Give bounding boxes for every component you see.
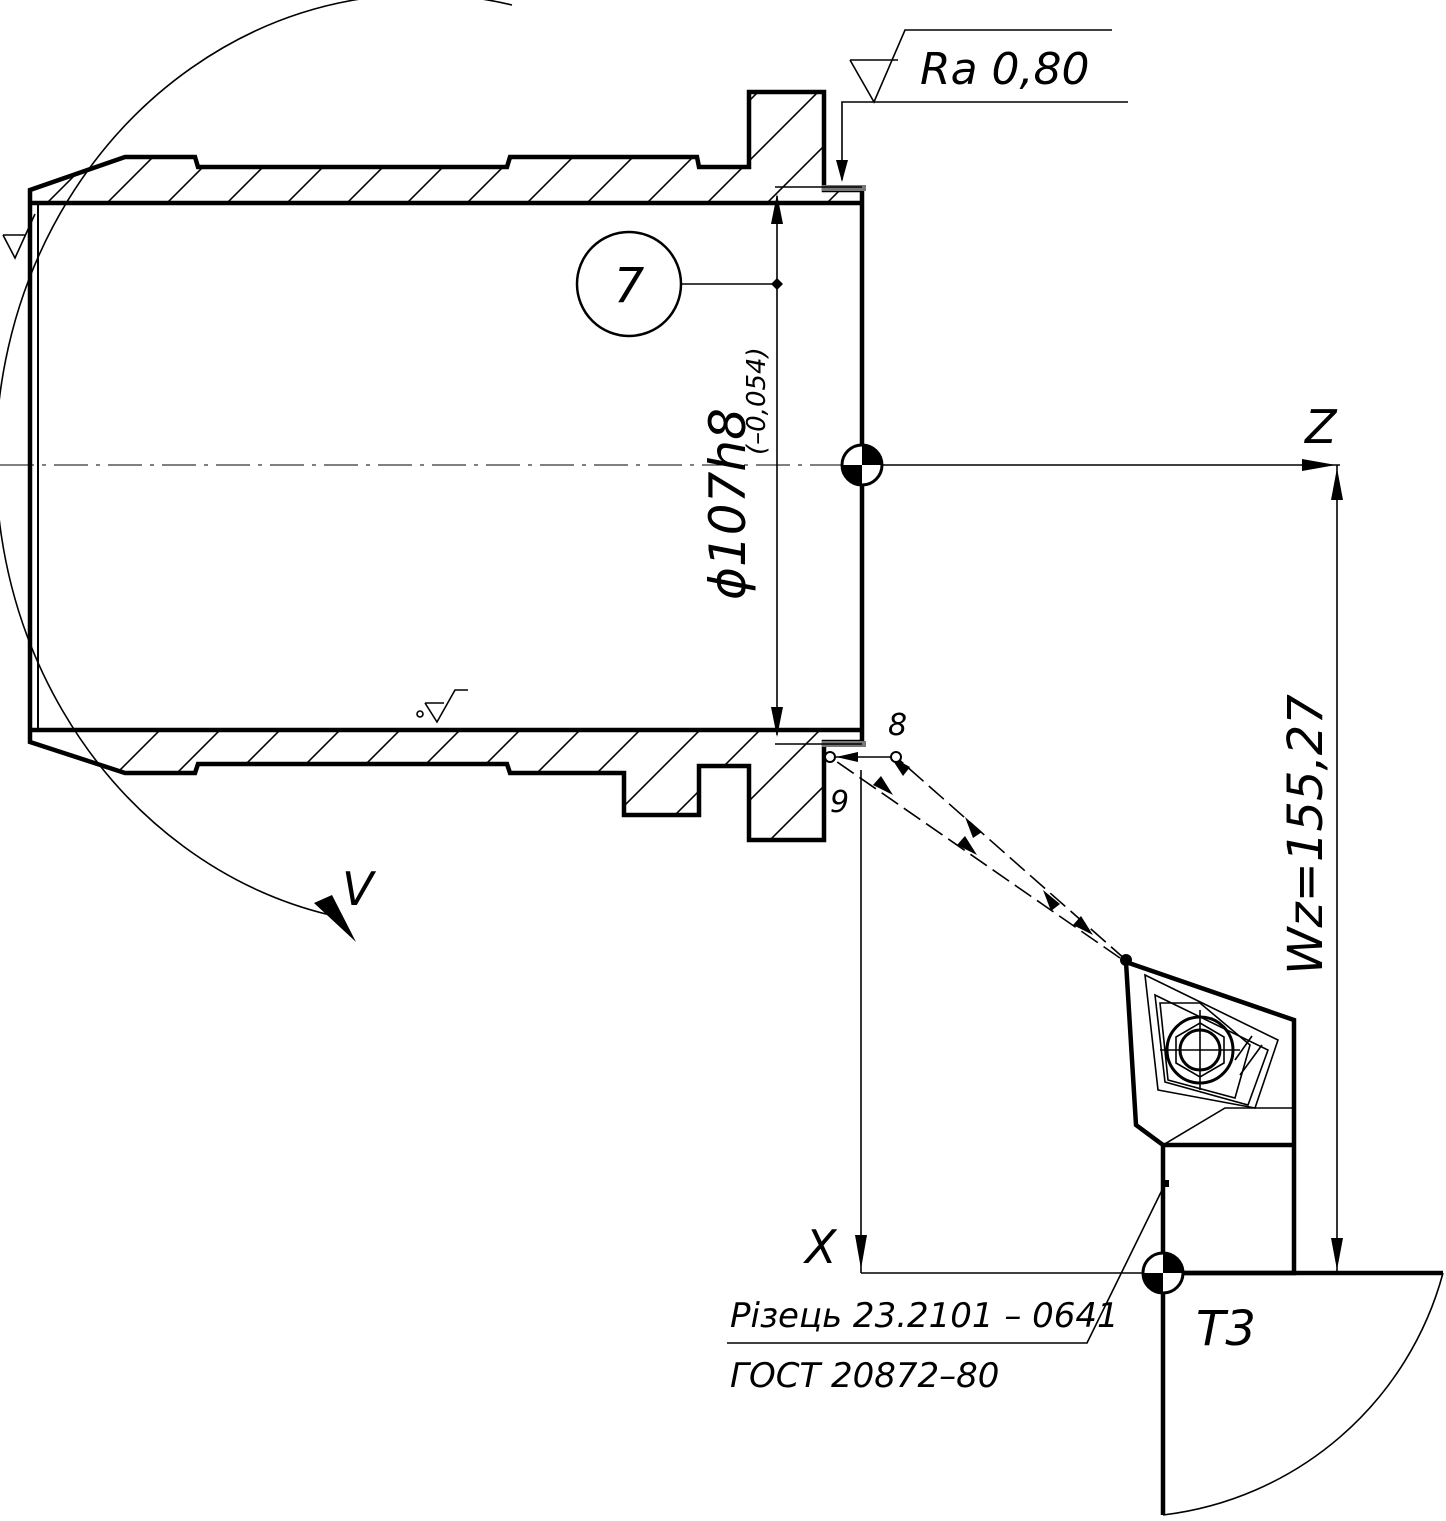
path-arrow-icon [1073,916,1093,935]
rotation-arc [0,0,513,916]
tool-path [824,751,1132,966]
x-axis-label: X [803,1220,838,1274]
x-axis-arrow-icon [855,1235,867,1269]
dim-arrow-bottom-icon [771,707,783,737]
wz-dimension [1331,465,1343,1273]
wz-arrow-bottom-icon [1331,1238,1343,1270]
tool-spec-line1: Різець 23.2101 – 0641 [730,1296,1119,1336]
path-arrow-icon [965,817,982,838]
leader-arrowhead-icon [836,160,848,182]
surface-finish-label: Ra 0,80 [920,44,1090,95]
diameter-tolerance: (–0,054) [742,347,772,455]
tool-spec-leader [727,1180,1169,1344]
workpiece-hatching [39,92,862,203]
finish-point-label: 9 [830,785,849,820]
dim-arrow-top-icon [771,194,783,224]
z-axis-arrow-icon [1302,459,1336,471]
cutting-tool [1123,958,1297,1276]
operation-number: 7 [614,258,645,314]
rotation-arrowhead-icon [314,895,356,942]
workpiece-outline [27,89,865,843]
diameter-label: ϕ107h8 [699,408,757,600]
surface-finish-symbol [836,29,1128,182]
path-arrow-icon [836,752,858,762]
path-arrow-icon [873,776,893,795]
cutting-speed-label: V [342,862,377,916]
tool-turret [1160,1270,1444,1516]
workpiece-zero-icon [840,443,884,487]
tool-spec-line2: ГОСТ 20872–80 [730,1356,999,1396]
path-arrow-icon [1043,890,1060,911]
start-point-label: 8 [888,708,907,743]
bore-finish-symbol [416,689,468,724]
z-axis-label: Z [1303,400,1338,454]
operation-marker [575,230,783,338]
workpiece-hatching-lower [39,730,862,840]
tool-point-label: Т3 [1196,1301,1256,1357]
path-arrow-icon [957,836,977,855]
tool-reference-point-icon [1141,1251,1185,1295]
wz-arrow-top-icon [1331,468,1343,500]
wz-label: Wz=155,27 [1278,694,1334,975]
left-edge-finish-symbol [2,213,36,260]
